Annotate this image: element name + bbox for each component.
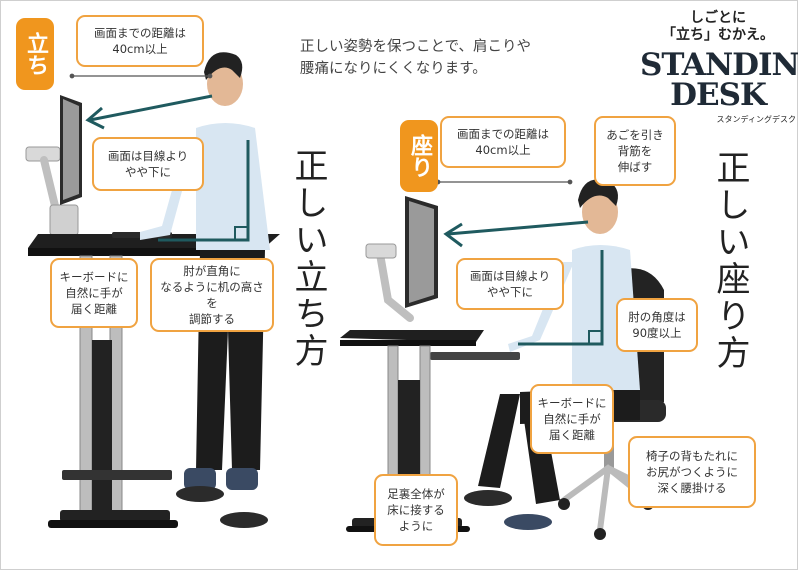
sitting-callout-feet-floor: 足裏全体が 床に接する ように: [374, 474, 458, 546]
sitting-distance-line: [435, 179, 573, 185]
standing-guides: [85, 94, 250, 242]
sitting-guides: [443, 220, 604, 346]
standing-callout-keyboard-reach: キーボードに 自然に手が 届く距離: [50, 258, 138, 328]
standing-badge: 立ち: [16, 18, 54, 90]
sitting-badge: 座り: [400, 120, 438, 192]
intro-text: 正しい姿勢を保つことで、肩こりや 腰痛になりにくくなります。: [300, 39, 531, 77]
brand-tagline: しごとに 「立ち」むかえ。: [662, 10, 774, 43]
sitting-callout-screen-distance: 画面までの距離は 40cm以上: [440, 116, 566, 168]
sitting-callout-keyboard-reach: キーボードに 自然に手が 届く距離: [530, 384, 614, 454]
sitting-callout-chair-back: 椅子の背もたれに お尻がつくように 深く腰掛ける: [628, 436, 756, 508]
standing-callout-eye-level: 画面は目線より やや下に: [92, 137, 204, 191]
standing-callout-screen-distance: 画面までの距離は 40cm以上: [76, 15, 204, 67]
standing-distance-line: [69, 73, 213, 79]
standing-callout-elbow-right-angle: 肘が直角に なるように机の高さを 調節する: [150, 258, 274, 332]
brand-subtitle: スタンディングデスク: [716, 115, 796, 124]
sitting-heading: 正しい座り方: [710, 150, 750, 372]
sitting-callout-posture: あごを引き 背筋を 伸ばす: [594, 116, 676, 186]
sitting-callout-eye-level: 画面は目線より やや下に: [456, 258, 564, 310]
sitting-callout-elbow-angle: 肘の角度は 90度以上: [616, 298, 698, 352]
standing-heading: 正しい立ち方: [288, 148, 328, 370]
brand-title: STANDING DESK: [640, 47, 798, 113]
